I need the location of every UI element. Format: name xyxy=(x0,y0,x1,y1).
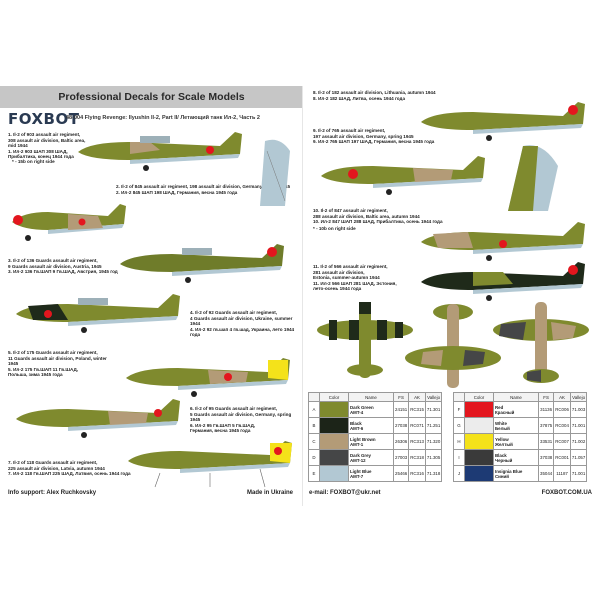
color-row-d: D Dark Grey AMT-12 27003 RC318 71.305 xyxy=(308,449,443,466)
tail-fin-view-1 xyxy=(260,139,290,206)
color-row-b: B Black AMT-6 27038 RC071 71.251 xyxy=(308,417,443,434)
entry-10-desc: 10. Il-2 of 847 assault air regiment, 28… xyxy=(313,208,443,225)
aircraft-profile-8 xyxy=(421,102,585,141)
col-header-fs: FS xyxy=(392,392,410,402)
entry-6-desc: 6. Il-2 of 95 Guards assault air regimen… xyxy=(190,406,292,434)
aircraft-top-view-2 xyxy=(493,302,589,383)
color-row-i: I Black Черный 37038 RC001 71.057 xyxy=(453,449,588,466)
color-row-a: A Dark Green AMT-4 24151 RC315 71.301 xyxy=(308,401,443,418)
color-swatch xyxy=(319,449,349,466)
aircraft-profile-6 xyxy=(16,399,180,438)
color-table-right: Color Name FS AK Vallejo F Red Красный 3… xyxy=(453,392,588,482)
col-header-vallejo: Vallejo xyxy=(424,392,443,402)
color-row-f: F Red Красный 31136 RC006 71.003 xyxy=(453,401,588,418)
entry-11-desc: 11. Il-2 of 566 assault air regiment, 28… xyxy=(313,264,397,292)
aircraft-profile-5 xyxy=(126,358,290,397)
color-row-g: G White Белый 37875 RC004 71.001 xyxy=(453,417,588,434)
color-swatch xyxy=(464,401,494,418)
brand-logo: FOXBOT xyxy=(8,110,80,128)
aircraft-profile-10 xyxy=(421,222,585,261)
entry-10-note: * - 10b on right side xyxy=(313,226,356,231)
right-page: 8. Il-2 of 182 assault air division, Lit… xyxy=(303,86,600,506)
color-swatch xyxy=(464,465,494,482)
entry-2-desc: 2. Il-2 of 845 assault air regiment, 198… xyxy=(116,184,290,195)
info-support-credit: Info support: Alex Ruchkovsky xyxy=(8,490,97,496)
left-page: Professional Decals for Scale Models FOX… xyxy=(0,86,303,506)
color-swatch xyxy=(464,417,494,434)
made-in-label: Made in Ukraine xyxy=(246,490,293,496)
entry-7-desc: 7. Il-2 of 118 Guards assault air regime… xyxy=(8,460,131,477)
tail-fin-view-9 xyxy=(508,145,558,211)
color-swatch xyxy=(319,401,349,418)
entry-1-desc: 1. Il-2 of 903 assault air regiment, 308… xyxy=(8,132,86,160)
aircraft-profile-2 xyxy=(12,204,126,241)
entry-8-desc: 8. Il-2 of 182 assault air division, Lit… xyxy=(313,90,436,101)
color-row-j: J Insignia Blue Синий 35044 11187 71.001 xyxy=(453,465,588,482)
entry-9-desc: 9. Il-2 of 765 assault air regiment, 197… xyxy=(313,128,435,145)
banner-text: Professional Decals for Scale Models xyxy=(58,91,245,103)
color-row-e: E Light Blue AMT-7 25466 RC316 71.318 xyxy=(308,465,443,482)
aircraft-top-view-1 xyxy=(317,302,413,378)
color-swatch xyxy=(464,449,494,466)
col-header-color: Color xyxy=(319,392,349,402)
color-swatch xyxy=(319,433,349,450)
col-header-name: Name xyxy=(348,392,394,402)
color-swatch xyxy=(319,417,349,434)
color-table-left: Color Name FS AK Vallejo A Dark Green AM… xyxy=(308,392,443,482)
entry-5-desc: 5. Il-2 of 175 Guards assault air regime… xyxy=(8,350,107,378)
email-contact: e-mail: FOXBOT@ukr.net xyxy=(309,490,381,496)
aircraft-profile-9 xyxy=(321,156,485,195)
entry-4-desc: 4. Il-2 of 92 Guards assault air regimen… xyxy=(190,310,295,338)
aircraft-profile-11 xyxy=(421,262,585,301)
entry-1-note: * - 15b on right side xyxy=(12,159,55,164)
aircraft-profile-7 xyxy=(128,441,292,488)
aircraft-bottom-view xyxy=(405,304,501,388)
col-header-ak: AK xyxy=(408,392,426,402)
website-url: FOXBOT.COM.UA xyxy=(541,490,592,496)
aircraft-profile-3 xyxy=(120,244,284,283)
color-row-c: C Light Brown AMT-1 26306 RC313 71.320 xyxy=(308,433,443,450)
color-swatch xyxy=(319,465,349,482)
aircraft-profile-4 xyxy=(16,294,180,333)
color-row-h: H Yellow Желтый 33531 RC007 71.002 xyxy=(453,433,588,450)
decal-instruction-sheet: Professional Decals for Scale Models FOX… xyxy=(0,86,600,506)
entry-3-desc: 3. Il-2 of 136 Guards assault air regime… xyxy=(8,258,118,275)
col-header-letter xyxy=(308,392,320,402)
aircraft-profile-1 xyxy=(78,132,242,171)
header-banner: Professional Decals for Scale Models xyxy=(0,86,303,108)
color-swatch xyxy=(464,433,494,450)
sheet-subtitle: 48-004 Flying Revenge: Ilyushin Il-2, Pa… xyxy=(66,115,260,121)
